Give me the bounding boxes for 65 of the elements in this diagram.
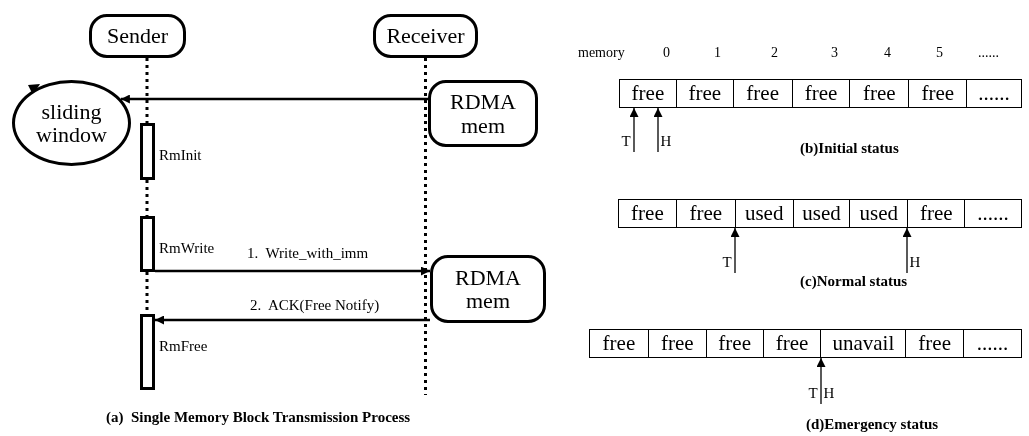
memory-cell: free <box>791 80 850 107</box>
column-index: ...... <box>978 46 999 60</box>
memory-cell-text: free <box>601 330 637 357</box>
participant-box: Sender <box>89 14 186 58</box>
step-label: RmFree <box>159 339 208 354</box>
memory-cell-text: free <box>630 200 665 227</box>
ellipse-node: sliding window <box>12 80 131 166</box>
pointer-arrow <box>653 107 663 153</box>
rounded-box: RDMA mem <box>430 255 546 323</box>
pointer-label: H <box>660 131 672 151</box>
column-index: 1 <box>714 46 721 60</box>
caption: (c)Normal status <box>800 274 908 289</box>
arrow <box>155 266 430 276</box>
memory-row <box>618 199 1022 228</box>
caption: (a) Single Memory Block Transmission Process <box>106 410 411 425</box>
step-label: RmInit <box>159 148 202 163</box>
memory-cell: free <box>732 80 792 107</box>
row-header: memory <box>578 46 625 60</box>
pointer-label: T <box>807 383 819 403</box>
participant-box: Receiver <box>373 14 478 58</box>
pointer-label: H <box>909 252 921 272</box>
pointer-arrow <box>730 227 740 274</box>
column-index: 0 <box>663 46 670 60</box>
column-index: 2 <box>771 46 778 60</box>
lifeline <box>424 58 427 395</box>
lifeline <box>145 180 149 216</box>
arrow <box>155 315 430 325</box>
lifeline <box>145 58 149 123</box>
memory-cell: free <box>705 330 763 357</box>
memory-cell: used <box>734 200 793 227</box>
memory-cell: free <box>849 80 909 107</box>
caption: (d)Emergency status <box>806 417 939 432</box>
memory-cell: free <box>647 330 706 357</box>
pointer-arrow <box>902 227 912 274</box>
pointer-arrow <box>816 357 826 405</box>
memory-cell: free <box>675 200 735 227</box>
edge-label: 2. ACK(Free Notify) <box>250 298 380 313</box>
rounded-box: RDMA mem <box>428 80 538 147</box>
memory-cell: used <box>792 200 850 227</box>
memory-cell: free <box>908 80 967 107</box>
pointer-label: T <box>620 131 632 151</box>
column-index: 4 <box>884 46 891 60</box>
memory-cell: unavail <box>820 330 906 357</box>
memory-cell: free <box>762 330 821 357</box>
memory-cell: ...... <box>966 80 1021 107</box>
activation-bar <box>140 314 155 390</box>
memory-cell: used <box>849 200 908 227</box>
caption: (b)Initial status <box>800 141 899 156</box>
memory-cell: free <box>675 80 733 107</box>
memory-cell: free <box>905 330 964 357</box>
activation-bar <box>140 216 155 272</box>
pointer-arrow <box>629 107 639 153</box>
memory-cell-text: free <box>630 80 666 107</box>
memory-cell: ...... <box>963 330 1021 357</box>
memory-cell: ...... <box>964 200 1021 227</box>
pointer-label: H <box>823 383 835 403</box>
memory-row <box>619 79 1022 108</box>
activation-bar <box>140 123 155 180</box>
memory-cell: free <box>907 200 965 227</box>
column-index: 3 <box>831 46 838 60</box>
pointer-label: T <box>721 252 733 272</box>
column-index: 5 <box>936 46 943 60</box>
memory-row <box>589 329 1022 358</box>
edge-label: 1. Write_with_imm <box>247 246 369 261</box>
step-label: RmWrite <box>159 241 215 256</box>
